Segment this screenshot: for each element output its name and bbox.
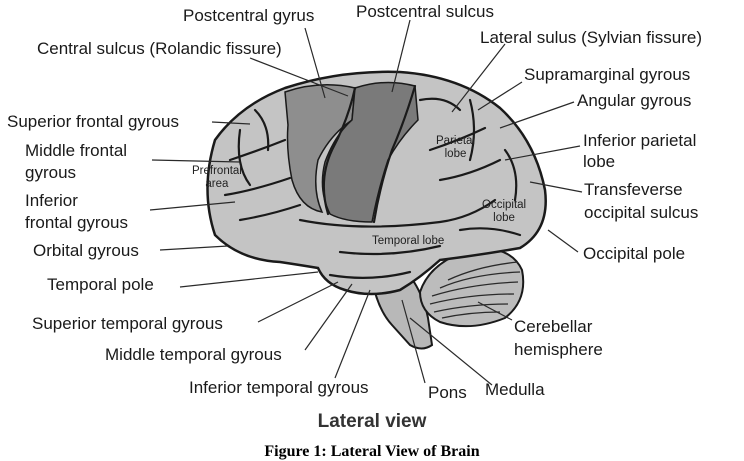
- label-superior-frontal-gyrous: Superior frontal gyrous: [7, 112, 179, 132]
- label-cerebellar-hemisphere: Cerebellar hemisphere: [514, 317, 603, 360]
- transverse-occipital-line1: Transfeverse: [584, 180, 698, 200]
- label-transverse-occipital-sulcus: Transfeverse occipital sulcus: [584, 180, 698, 223]
- label-inferior-temporal-gyrous: Inferior temporal gyrous: [189, 378, 369, 398]
- label-supramarginal-gyrous: Supramarginal gyrous: [524, 65, 690, 85]
- inferior-frontal-line1: Inferior: [25, 191, 128, 211]
- label-inferior-frontal-gyrous: Inferior frontal gyrous: [25, 191, 128, 233]
- region-label-prefrontal: Prefrontal area: [192, 165, 242, 191]
- parietal-line1: Parietal: [436, 135, 475, 148]
- inferior-parietal-line1: Inferior parietal: [583, 131, 696, 151]
- label-lateral-sulcus: Lateral sulus (Sylvian fissure): [480, 28, 702, 48]
- label-angular-gyrous: Angular gyrous: [577, 91, 691, 111]
- label-postcentral-gyrus: Postcentral gyrus: [183, 6, 314, 26]
- region-label-parietal: Parietal lobe: [436, 135, 475, 161]
- inferior-frontal-line2: frontal gyrous: [25, 213, 128, 233]
- middle-frontal-line2: gyrous: [25, 163, 127, 183]
- prefrontal-line1: Prefrontal: [192, 165, 242, 178]
- label-medulla: Medulla: [485, 380, 545, 400]
- inferior-parietal-line2: lobe: [583, 152, 696, 172]
- label-central-sulcus: Central sulcus (Rolandic fissure): [37, 39, 282, 59]
- label-middle-temporal-gyrous: Middle temporal gyrous: [105, 345, 282, 365]
- parietal-line2: lobe: [436, 148, 475, 161]
- figure-caption: Figure 1: Lateral View of Brain: [0, 443, 744, 461]
- cerebellar-line2: hemisphere: [514, 340, 603, 360]
- label-orbital-gyrous: Orbital gyrous: [33, 241, 139, 261]
- cerebellar-line1: Cerebellar: [514, 317, 603, 337]
- view-title: Lateral view: [0, 411, 744, 433]
- occipital-line1: Occipital: [482, 199, 526, 212]
- label-superior-temporal-gyrous: Superior temporal gyrous: [32, 314, 223, 334]
- occipital-line2: lobe: [482, 212, 526, 225]
- region-label-temporal: Temporal lobe: [372, 235, 444, 248]
- prefrontal-line2: area: [192, 178, 242, 191]
- middle-frontal-line1: Middle frontal: [25, 141, 127, 161]
- label-postcentral-sulcus: Postcentral sulcus: [356, 2, 494, 22]
- label-occipital-pole: Occipital pole: [583, 244, 685, 264]
- label-pons: Pons: [428, 383, 467, 403]
- label-inferior-parietal-lobe: Inferior parietal lobe: [583, 131, 696, 172]
- label-temporal-pole: Temporal pole: [47, 275, 154, 295]
- region-label-occipital: Occipital lobe: [482, 199, 526, 225]
- transverse-occipital-line2: occipital sulcus: [584, 203, 698, 223]
- label-middle-frontal-gyrous: Middle frontal gyrous: [25, 141, 127, 183]
